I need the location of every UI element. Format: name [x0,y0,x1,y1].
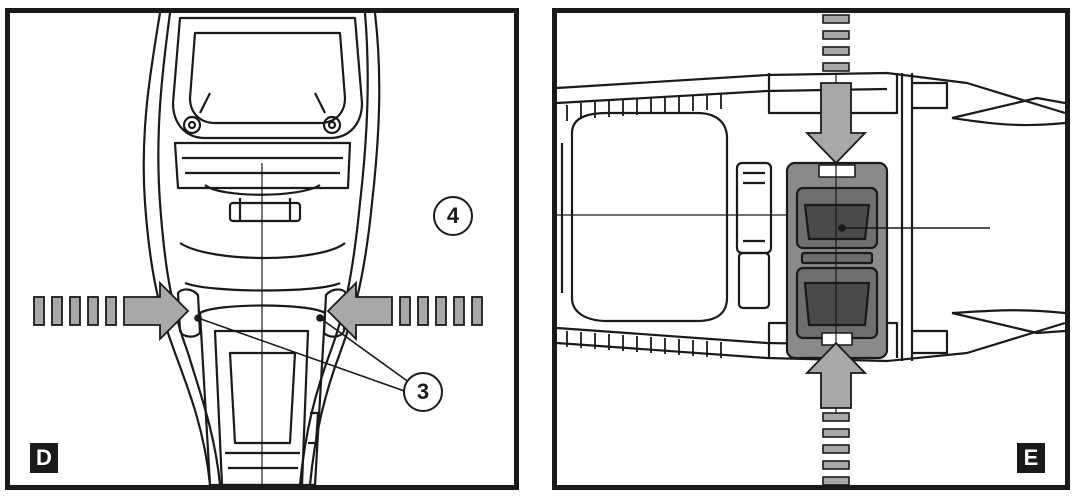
side-knob [735,161,773,255]
body-shell-top [557,71,1065,115]
callout-4-leader [838,224,990,232]
callout-number-4: 4 [433,196,473,236]
screw-right [322,115,342,135]
panel-e: E [552,8,1070,490]
push-arrows-left [33,280,190,342]
release-button-left [176,288,202,338]
switch-drawing [557,14,1065,485]
callout-3-leaders [194,314,418,394]
push-arrow-down [804,82,868,165]
screw-left [182,115,202,135]
body-window [570,111,729,323]
tool-handle-drawing [33,13,483,485]
collar [173,141,352,190]
body-shell-bottom [557,321,1065,363]
push-arrows-right [326,280,483,342]
switch-assembly [785,161,889,360]
callout-number-3: 3 [403,372,443,412]
grip-handle [198,304,327,485]
push-arrow-up [804,341,868,409]
tool-body-outline [142,13,381,485]
battery-housing [171,16,364,140]
vertical-dashes [822,14,850,485]
panel-label-d: D [30,443,58,473]
panel-label-e: E [1017,443,1045,473]
panel-d: D [5,8,519,490]
